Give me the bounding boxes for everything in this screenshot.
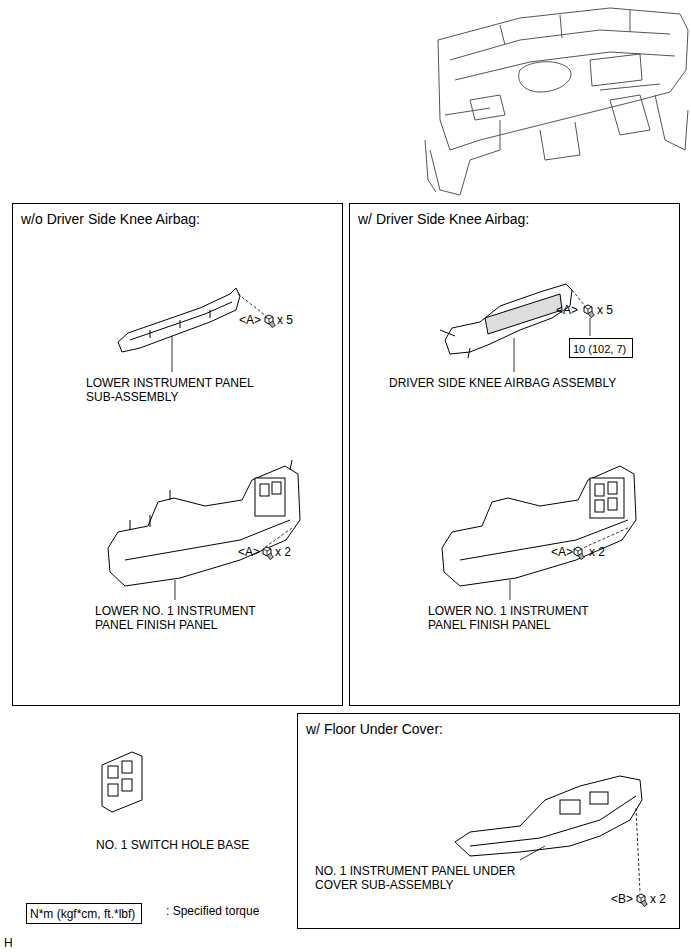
callout-label: <A> bbox=[238, 545, 260, 559]
condition-heading: w/ Floor Under Cover: bbox=[306, 721, 443, 738]
condition-heading: w/o Driver Side Knee Airbag: bbox=[21, 211, 200, 228]
condition-heading: w/ Driver Side Knee Airbag: bbox=[358, 211, 529, 228]
callout-label: <A> bbox=[556, 303, 578, 317]
part-name: NO. 1 INSTRUMENT PANEL UNDER COVER SUB-A… bbox=[315, 864, 520, 892]
part-name: LOWER INSTRUMENT PANEL SUB-ASSEMBLY bbox=[86, 376, 261, 404]
callout-label: <A> bbox=[239, 313, 261, 327]
callout-label: <B> bbox=[611, 892, 633, 906]
callout-label: : Specified torque bbox=[166, 904, 259, 918]
callout-label: NO. 1 SWITCH HOLE BASE bbox=[96, 838, 249, 852]
finish-panel-drawing bbox=[442, 466, 636, 600]
torque-box: N*m (kgf*cm, ft.*lbf) bbox=[26, 903, 142, 924]
torque-box: 10 (102, 7) bbox=[569, 338, 633, 358]
finish-panel-drawing bbox=[108, 460, 300, 600]
callout-label: DRIVER SIDE KNEE AIRBAG ASSEMBLY bbox=[389, 376, 616, 390]
callout-label: x 2 bbox=[650, 892, 666, 906]
callout-label: x 2 bbox=[589, 545, 605, 559]
callout-label: H bbox=[4, 936, 13, 950]
lower-panel-drawing bbox=[118, 288, 266, 372]
part-name: LOWER NO. 1 INSTRUMENT PANEL FINISH PANE… bbox=[95, 604, 275, 632]
callout-label: x 5 bbox=[277, 313, 293, 327]
callout-label: <A> bbox=[551, 545, 573, 559]
switch-hole-base-drawing bbox=[102, 752, 142, 812]
knee-airbag-drawing bbox=[440, 284, 590, 372]
callout-label: x 2 bbox=[275, 545, 291, 559]
dashboard-overview bbox=[425, 8, 688, 195]
part-name: LOWER NO. 1 INSTRUMENT PANEL FINISH PANE… bbox=[428, 604, 608, 632]
torque-value: 10 (102, 7) bbox=[573, 342, 626, 356]
torque-value: N*m (kgf*cm, ft.*lbf) bbox=[30, 907, 135, 922]
callout-label: x 5 bbox=[597, 303, 613, 317]
